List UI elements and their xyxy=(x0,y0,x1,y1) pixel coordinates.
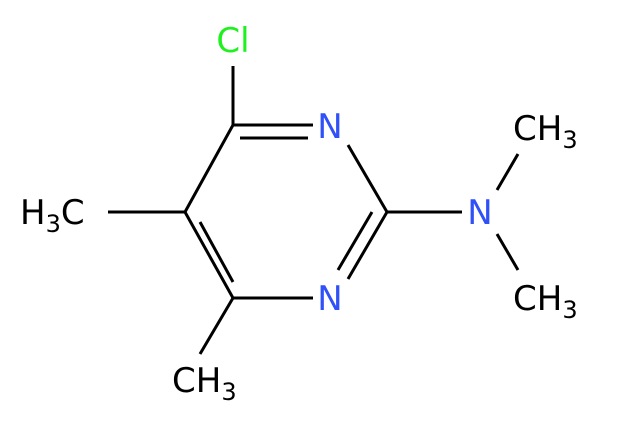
bond-n3-c2 xyxy=(346,144,389,213)
methyl-bottom-label: CH3 xyxy=(172,361,237,406)
nitrogen-n1-label: N xyxy=(317,279,342,319)
bond-namine-ch3-top xyxy=(495,153,520,191)
nitrogen-n3-label: N xyxy=(317,107,342,147)
methyl-left-h: H xyxy=(20,193,46,233)
chlorine-label: Cl xyxy=(216,21,249,61)
methyl-amine-top-label: CH3 xyxy=(513,109,578,154)
methyl-amine-bottom-main: CH xyxy=(513,279,562,319)
bond-c6-c5-inner xyxy=(198,221,235,283)
bond-c2-n1-inner xyxy=(336,211,374,271)
methyl-left-label: H3C xyxy=(20,193,85,238)
methyl-bottom-main: CH xyxy=(172,361,221,401)
methyl-amine-top-sub: 3 xyxy=(562,126,577,154)
bond-c6-ch3-bottom xyxy=(198,297,235,355)
methyl-left-c: C xyxy=(61,193,85,233)
nitrogen-amine-label: N xyxy=(467,193,492,233)
bond-namine-ch3-bottom xyxy=(495,233,520,271)
methyl-bottom-sub: 3 xyxy=(221,378,236,406)
methyl-left-sub: 3 xyxy=(46,210,61,238)
methyl-amine-top-main: CH xyxy=(513,109,562,149)
bond-c5-c4 xyxy=(183,124,235,213)
methyl-amine-bottom-label: CH3 xyxy=(513,279,578,324)
atoms: Cl N N N CH3 CH3 H3C CH3 xyxy=(20,21,578,406)
bonds xyxy=(108,66,520,355)
bond-c2-n1 xyxy=(346,211,389,280)
methyl-amine-bottom-sub: 3 xyxy=(562,296,577,324)
bond-c6-c5 xyxy=(183,211,235,299)
